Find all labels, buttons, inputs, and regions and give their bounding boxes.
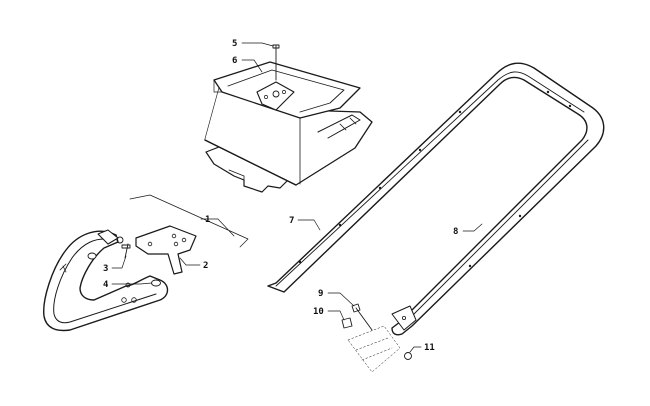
leader-lines	[111, 42, 483, 353]
callout-6: 6	[232, 56, 237, 66]
callout-labels: 5 6 1 2 3 4 7 8 9 10 11	[103, 39, 458, 353]
callout-8: 8	[453, 227, 458, 237]
kit-bracket-line	[129, 194, 249, 248]
callout-5: 5	[232, 39, 237, 49]
callout-4: 4	[103, 280, 109, 290]
callout-9: 9	[318, 289, 323, 299]
callout-1: 1	[205, 215, 210, 225]
callout-11: 11	[424, 343, 435, 353]
handle-frame	[267, 62, 605, 336]
front-bumper	[43, 229, 169, 332]
hardware-3-4	[87, 243, 161, 287]
callout-2: 2	[203, 261, 208, 271]
mounting-bracket	[116, 225, 197, 275]
callout-7: 7	[289, 216, 294, 226]
callout-3: 3	[103, 264, 108, 274]
callout-10: 10	[313, 307, 324, 317]
basket-assembly	[204, 44, 373, 193]
hardware-9-11	[341, 303, 412, 373]
